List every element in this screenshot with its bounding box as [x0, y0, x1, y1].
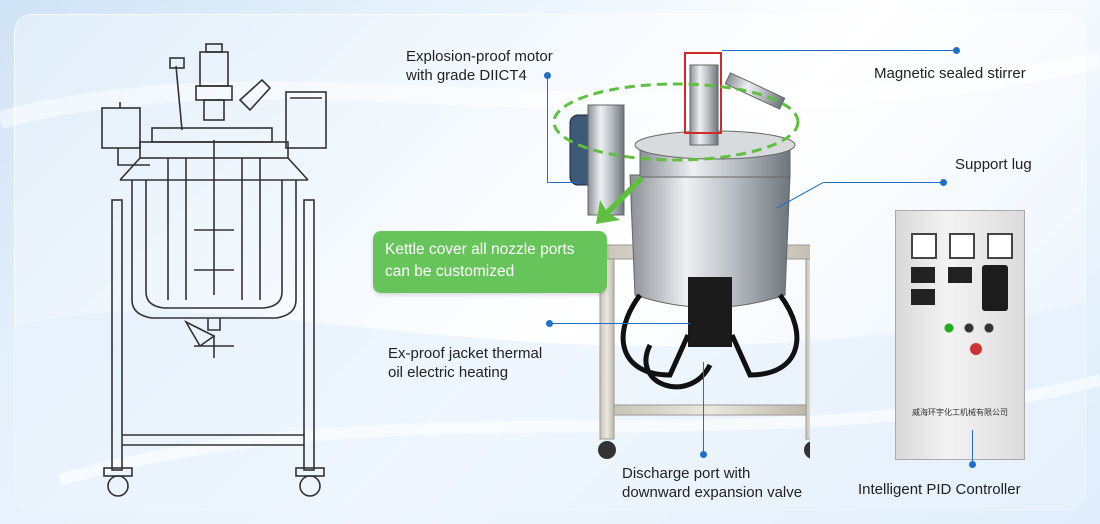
heating-label-line2: oil electric heating	[388, 364, 509, 381]
discharge-leader-v	[703, 362, 704, 454]
discharge-label-line1: Discharge port with	[622, 465, 751, 482]
kettle-callout-line1: Kettle cover all nozzle ports	[385, 241, 575, 258]
indicator-lights	[944, 323, 1004, 333]
cabinet-brand: 威海环宇化工机械有限公司	[912, 408, 1008, 417]
heating-label-line1: Ex-proof jacket thermal	[388, 345, 543, 362]
motor-leader-h	[547, 182, 577, 183]
stirrer-label-dot	[953, 47, 960, 54]
support-lug-leader-diag	[776, 182, 825, 209]
gauge-2	[949, 233, 975, 259]
heating-leader-h	[550, 323, 690, 324]
kettle-cover-callout: Kettle cover all nozzle ports can be cus…	[373, 231, 607, 293]
support-lug-leader-h	[824, 182, 942, 183]
pid-leader-v	[972, 430, 973, 464]
support-lug-dot	[940, 179, 947, 186]
gauge-1	[911, 233, 937, 259]
heating-label-dot	[546, 320, 553, 327]
temp-display-3	[911, 289, 935, 305]
gauge-3	[987, 233, 1013, 259]
reactor-line-drawing	[101, 43, 327, 497]
inverter-panel	[982, 265, 1008, 311]
pid-label: Intelligent PID Controller	[858, 481, 1021, 498]
pid-controller-cabinet: 威海环宇化工机械有限公司	[895, 210, 1025, 460]
nozzle-ports-ellipse	[552, 82, 800, 162]
reactor-photo	[569, 64, 810, 459]
temp-display-1	[911, 267, 935, 283]
heating-label: Ex-proof jacket thermal oil electric hea…	[388, 344, 542, 382]
support-lug-label: Support lug	[955, 156, 1032, 173]
discharge-label: Discharge port with downward expansion v…	[622, 464, 802, 502]
motor-label-line1: Explosion-proof motor	[406, 48, 553, 65]
temp-display-2	[948, 267, 972, 283]
kettle-callout-line2: can be customized	[385, 263, 515, 280]
motor-leader-v	[547, 76, 548, 182]
discharge-label-line2: downward expansion valve	[622, 484, 803, 501]
estop-button	[970, 343, 982, 355]
motor-label-line2: with grade DIICT4	[406, 67, 527, 84]
motor-label: Explosion-proof motor with grade DIICT4	[406, 47, 553, 85]
stirrer-highlight-box	[684, 52, 722, 134]
stirrer-leader-h	[722, 50, 956, 51]
stirrer-label: Magnetic sealed stirrer	[874, 65, 1026, 82]
discharge-label-dot	[700, 451, 707, 458]
callout-arrow-icon	[596, 176, 644, 224]
motor-label-dot	[544, 72, 551, 79]
pid-label-dot	[969, 461, 976, 468]
